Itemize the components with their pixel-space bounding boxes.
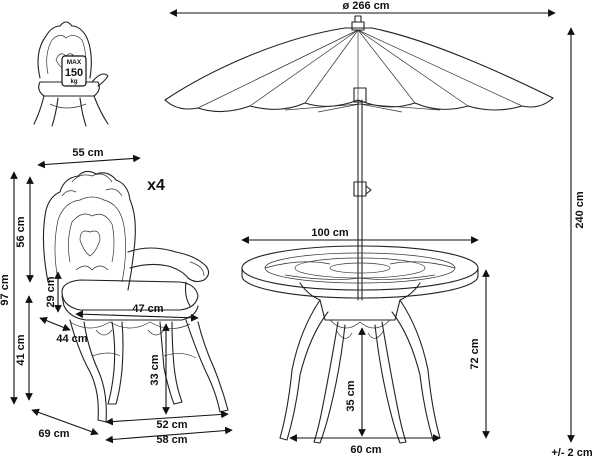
label-chair-under-seat-height: 33 cm xyxy=(149,354,161,385)
max-load-unit: kg xyxy=(70,79,77,85)
label-chair-back-height: 56 cm xyxy=(15,216,27,247)
label-chair-total-height: 97 cm xyxy=(0,274,11,305)
label-chair-armrest-height: 29 cm xyxy=(45,276,57,307)
label-chair-seat-depth: 44 cm xyxy=(56,333,87,345)
label-tolerance: +/- 2 cm xyxy=(551,447,592,459)
label-chair-seat-height: 41 cm xyxy=(15,334,27,365)
dimension-lines xyxy=(10,9,575,444)
label-quantity: x4 xyxy=(147,177,165,194)
label-table-base-width: 60 cm xyxy=(350,444,381,456)
label-chair-depth: 69 cm xyxy=(38,428,69,440)
label-table-diameter: 100 cm xyxy=(311,227,349,239)
max-load-value: 150 xyxy=(65,67,83,79)
label-table-leg-height: 35 cm xyxy=(345,380,357,411)
label-chair-base-width: 58 cm xyxy=(156,434,187,446)
label-chair-top-width: 55 cm xyxy=(72,147,103,159)
chair-drawing xyxy=(42,170,229,423)
chair-thumbnail xyxy=(33,21,109,127)
max-load-label: MAX xyxy=(67,59,82,66)
label-table-height: 72 cm xyxy=(469,338,481,369)
label-umbrella-height: 240 cm xyxy=(574,191,586,229)
table-drawing xyxy=(241,245,479,444)
label-umbrella-diameter: ø 266 cm xyxy=(342,0,389,12)
label-chair-front-width: 52 cm xyxy=(156,419,187,431)
label-chair-seat-width: 47 cm xyxy=(132,303,163,315)
umbrella-drawing xyxy=(164,15,554,301)
